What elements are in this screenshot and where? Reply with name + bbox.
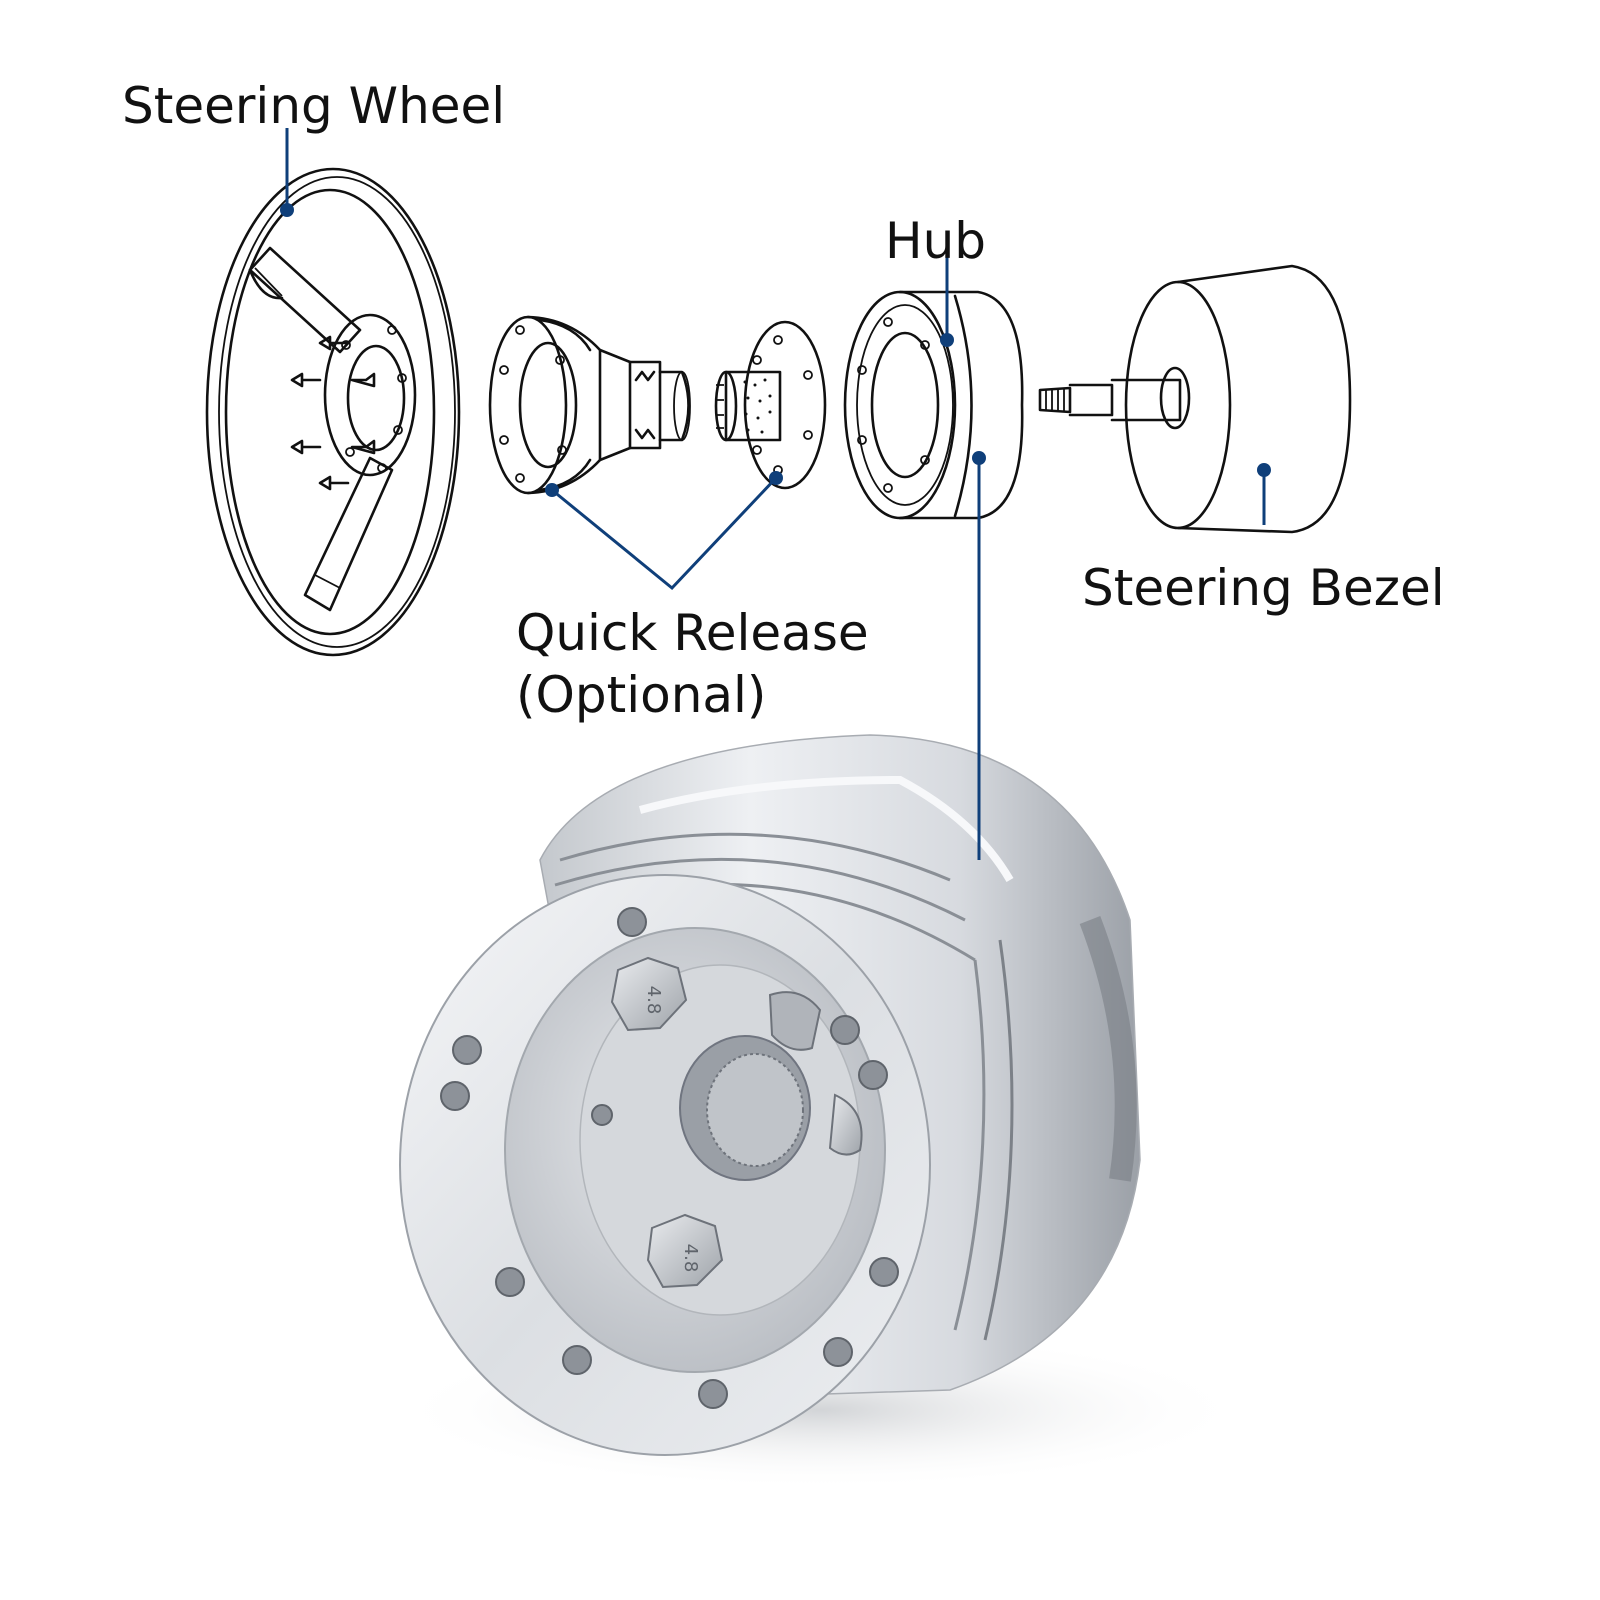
hub-label: Hub	[885, 212, 986, 270]
quick-release-hub-plate-drawing	[714, 320, 827, 490]
wheel-screw-icon	[290, 335, 376, 491]
mounting-hole-icons	[440, 907, 899, 1409]
hub-product-photo: 4.8 4.8	[390, 734, 1250, 1490]
splined-bore-icon	[679, 1035, 811, 1181]
hex-bolt-icon: 4.8 4.8	[610, 956, 863, 1289]
pin-pattern-icon	[743, 378, 772, 434]
quick-release-optional-label: (Optional)	[516, 666, 766, 724]
steering-column-shaft-drawing	[1038, 378, 1182, 422]
hub-drawing	[843, 290, 1024, 520]
quick-release-label: Quick Release	[516, 604, 869, 662]
steering-bezel-drawing	[1124, 264, 1352, 534]
leader-lines	[280, 128, 1271, 860]
bolt-marking-top: 4.8	[643, 986, 664, 1015]
bolt-marking-bottom: 4.8	[680, 1244, 701, 1273]
steering-bezel-label: Steering Bezel	[1082, 559, 1445, 617]
quick-release-collar-drawing	[488, 315, 691, 495]
steering-wheel-label: Steering Wheel	[122, 77, 505, 135]
steering-wheel-drawing	[205, 167, 461, 657]
